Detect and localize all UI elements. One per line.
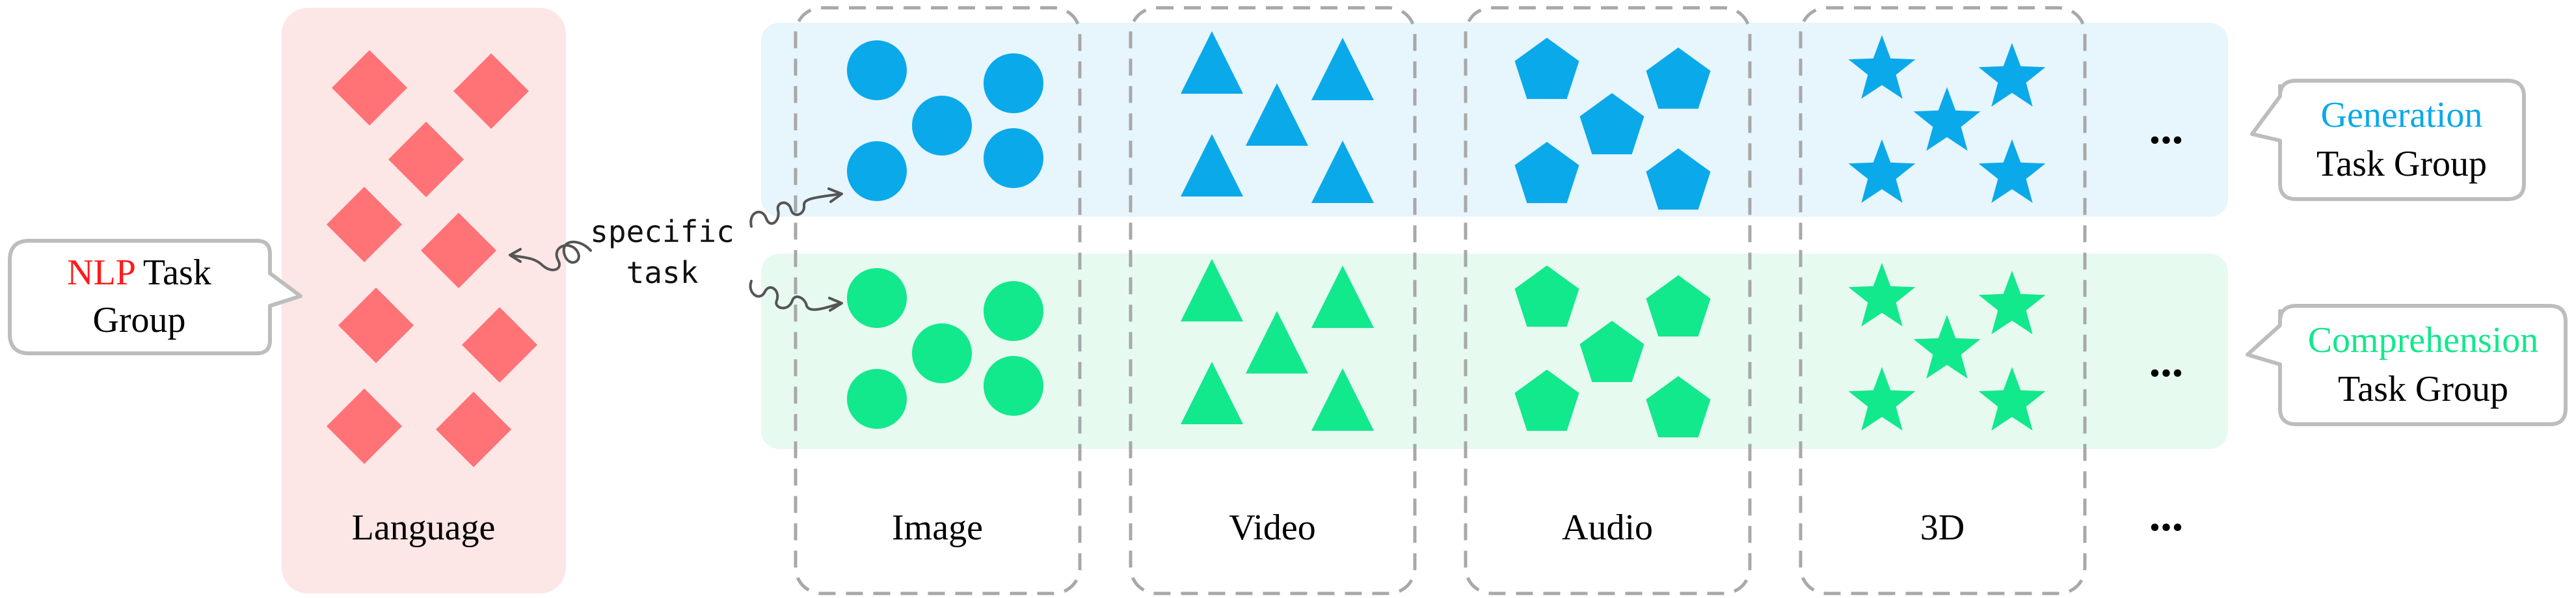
diamond-icon [436, 392, 511, 467]
star-icon [1978, 367, 2046, 431]
image-generation-circle-icons [847, 40, 1043, 201]
nlp-highlight: NLP [67, 252, 135, 293]
star-icon [1913, 87, 1981, 151]
star-icon [1978, 43, 2046, 107]
ellipsis-comprehension: ... [2149, 336, 2184, 387]
pentagon-icon [1514, 370, 1579, 431]
generation-callout-line1: Generation [2321, 95, 2483, 135]
audio-comprehension-pentagon-icons [1514, 265, 1711, 438]
diamond-icon [327, 388, 402, 464]
diamond-icon [332, 50, 407, 126]
circle-icon [984, 128, 1043, 188]
circle-icon [847, 268, 907, 328]
ellipsis-modalities: ... [2149, 491, 2184, 541]
modality-label-image: Image [892, 508, 983, 548]
triangle-icon [1181, 259, 1243, 321]
pentagon-icon [1579, 321, 1644, 383]
audio-column [1464, 6, 1752, 595]
image-column [794, 6, 1082, 595]
3d-comprehension-star-icons [1848, 263, 2046, 431]
squiggle-arrow-to-language [509, 240, 592, 271]
modality-label-video: Video [1229, 508, 1316, 548]
pentagon-icon [1514, 38, 1579, 100]
generation-callout-line2: Task Group [2316, 144, 2487, 184]
diamond-icon [421, 213, 496, 288]
star-icon [1978, 271, 2046, 334]
pentagon-icon [1514, 265, 1579, 327]
triangle-icon [1311, 368, 1374, 431]
diamond-icon [462, 307, 537, 383]
video-generation-triangle-icons [1181, 31, 1374, 203]
triangle-icon [1311, 38, 1374, 100]
star-icon [1913, 315, 1981, 379]
nlp-callout-line2: Group [92, 300, 185, 340]
3d-generation-star-icons [1848, 35, 2046, 203]
nlp-callout-line1: NLP Task [67, 252, 211, 293]
diamond-icon [388, 122, 464, 197]
video-comprehension-triangle-icons [1181, 259, 1374, 431]
triangle-icon [1311, 265, 1374, 328]
circle-icon [912, 96, 972, 156]
triangle-icon [1311, 141, 1374, 203]
squiggle-arrow-to-comprehension [749, 280, 843, 312]
star-icon [1848, 367, 1916, 431]
triangle-icon [1181, 31, 1243, 94]
nlp-task-word: Task [143, 252, 211, 293]
diamond-icon [338, 288, 414, 363]
audio-generation-pentagon-icons [1514, 38, 1711, 210]
pentagon-icon [1514, 142, 1579, 204]
video-column [1129, 6, 1417, 595]
modality-label-language: Language [352, 508, 496, 548]
pentagon-icon [1646, 376, 1711, 438]
diamond-icon [453, 53, 529, 129]
modality-label-audio: Audio [1562, 508, 1653, 548]
ellipsis-generation: ... [2149, 103, 2184, 154]
triangle-icon [1246, 311, 1308, 374]
circle-icon [847, 40, 907, 100]
nlp-callout-bubble [8, 239, 302, 355]
language-diamond-icons [327, 50, 537, 467]
3d-column [1799, 6, 2087, 595]
specific-task-line1: specific [590, 214, 734, 249]
comprehension-callout-line2: Task Group [2338, 369, 2508, 409]
diamond-icon [327, 187, 402, 262]
comprehension-callout-line1: Comprehension [2308, 320, 2539, 360]
star-icon [1848, 263, 1916, 327]
star-icon [1848, 139, 1916, 203]
pentagon-icon [1646, 148, 1711, 210]
comprehension-callout-bubble [2246, 304, 2568, 426]
circle-icon [984, 356, 1043, 416]
generation-callout-bubble [2250, 79, 2526, 201]
triangle-icon [1181, 362, 1243, 424]
circle-icon [984, 53, 1043, 113]
squiggle-arrow-to-generation [749, 187, 843, 228]
circle-icon [847, 369, 907, 429]
modality-label-3d: 3D [1920, 508, 1965, 548]
pentagon-icon [1646, 275, 1711, 337]
triangle-icon [1181, 134, 1243, 197]
pentagon-icon [1579, 93, 1644, 155]
pentagon-icon [1646, 48, 1711, 109]
circle-icon [984, 281, 1043, 341]
triangle-icon [1246, 83, 1308, 146]
star-icon [1978, 139, 2046, 203]
circle-icon [912, 323, 972, 383]
image-comprehension-circle-icons [847, 268, 1043, 429]
circle-icon [847, 141, 907, 201]
star-icon [1848, 35, 1916, 99]
specific-task-line2: task [626, 255, 699, 290]
